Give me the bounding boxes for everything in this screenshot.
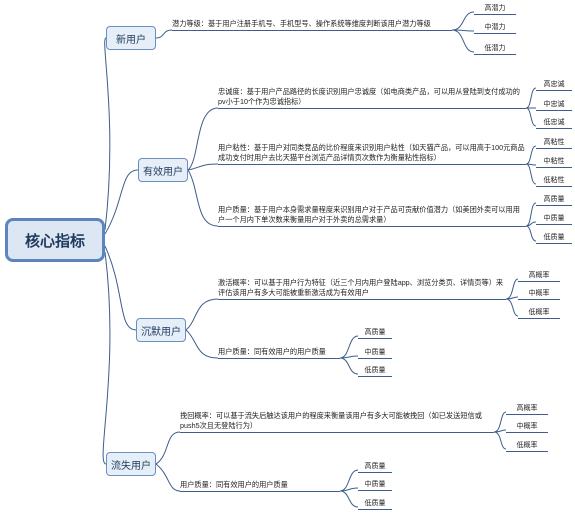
root-node[interactable]: 核心指标 [5,218,105,262]
level-silent-quality-mid[interactable]: 中质量 [358,347,392,359]
level-new-low[interactable]: 低潜力 [474,43,516,55]
link-a3-l3 [525,225,537,242]
level-loyalty-low[interactable]: 低忠诚 [536,117,572,129]
level-new-high[interactable]: 高潜力 [474,3,516,15]
link-root-silent [104,245,137,331]
level-lost-quality-high[interactable]: 高质量 [358,461,392,473]
category-silent-user[interactable]: 沉默用户 [136,318,186,342]
link-a2-l1 [525,145,537,165]
link-l1-l3 [493,431,507,450]
desc-silent-activation[interactable]: 激活概率：可以基于用户行为特征（近三个月内用户登陆app、浏览分类页、详情页等）… [218,278,506,300]
level-new-mid[interactable]: 中潜力 [474,22,516,34]
desc-active-stickiness[interactable]: 用户粘性：基于用户对同类竞品的比价程度来识别用户粘性（如天猫产品，可以用高于10… [218,143,526,165]
level-recovery-low[interactable]: 低概率 [506,440,548,452]
level-loyalty-high[interactable]: 高忠诚 [536,79,572,91]
link-a1-l3 [525,107,537,127]
desc-active-loyalty[interactable]: 忠诚度：基于用户产品路径的长度识别用户忠诚度（如电商类产品，可以用从登陆到支付成… [218,87,526,109]
level-quality-mid[interactable]: 中质量 [536,213,572,225]
link-l2-l1 [339,469,359,492]
level-recovery-high[interactable]: 高概率 [506,403,548,415]
link-silent-d2 [185,329,219,359]
level-sticky-high[interactable]: 高粘性 [536,137,572,149]
level-quality-low[interactable]: 低质量 [536,232,572,244]
link-l1-l1 [493,411,507,433]
level-sticky-mid[interactable]: 中粘性 [536,156,572,168]
link-new-l1 [451,11,475,31]
link-root-active [104,169,139,235]
link-lost-d2 [155,463,181,492]
link-active-d2 [187,163,219,171]
link-root-lost [102,251,111,465]
link-l1-l2 [493,429,507,433]
desc-active-quality[interactable]: 用户质量：基于用户本身需求量程度来识别用户对于产品可贡献价值潜力（如美团外卖可以… [218,205,526,227]
level-recovery-mid[interactable]: 中概率 [506,421,548,433]
level-activation-low[interactable]: 低概率 [518,307,560,319]
link-new-l3 [451,29,475,53]
link-a2-l3 [525,163,537,185]
link-new-d1 [155,29,173,39]
link-active-d1 [187,107,219,171]
link-s2-l1 [339,335,359,359]
level-silent-quality-low[interactable]: 低质量 [358,365,392,377]
link-s1-l3 [505,298,519,317]
level-loyalty-mid[interactable]: 中忠诚 [536,99,572,111]
category-active-user[interactable]: 有效用户 [138,158,188,182]
category-new-user[interactable]: 新用户 [106,26,156,50]
link-s1-l1 [505,278,519,300]
level-silent-quality-high[interactable]: 高质量 [358,327,392,339]
link-l2-l3 [339,490,359,508]
desc-lost-quality[interactable]: 用户质量：同有效用户的用户质量 [180,480,340,492]
level-activation-high[interactable]: 高概率 [518,270,560,282]
link-l2-l2 [339,487,359,492]
link-s2-l3 [339,357,359,375]
link-a3-l1 [525,202,537,227]
category-lost-user[interactable]: 流失用户 [106,452,156,476]
level-lost-quality-mid[interactable]: 中质量 [358,479,392,491]
level-activation-mid[interactable]: 中概率 [518,288,560,300]
level-lost-quality-low[interactable]: 低质量 [358,498,392,510]
link-a1-l1 [525,87,537,109]
desc-lost-recovery[interactable]: 挽回概率：可以基于流失后触达该用户的程度来衡量该用户有多大可能被挽回（如已发送短… [180,411,494,433]
level-quality-high[interactable]: 高质量 [536,194,572,206]
level-sticky-low[interactable]: 低粘性 [536,175,572,187]
link-silent-d1 [185,298,219,331]
link-a3-l2 [525,221,537,227]
link-active-d3 [187,169,219,227]
link-s1-l2 [505,296,519,300]
link-lost-d1 [155,431,181,465]
link-root-new [104,37,111,231]
desc-new-potential[interactable]: 潜力等级：基于用户注册手机号、手机型号、操作系统等维度判断该用户潜力等级 [172,19,452,31]
desc-silent-quality[interactable]: 用户质量：同有效用户的用户质量 [218,347,340,359]
